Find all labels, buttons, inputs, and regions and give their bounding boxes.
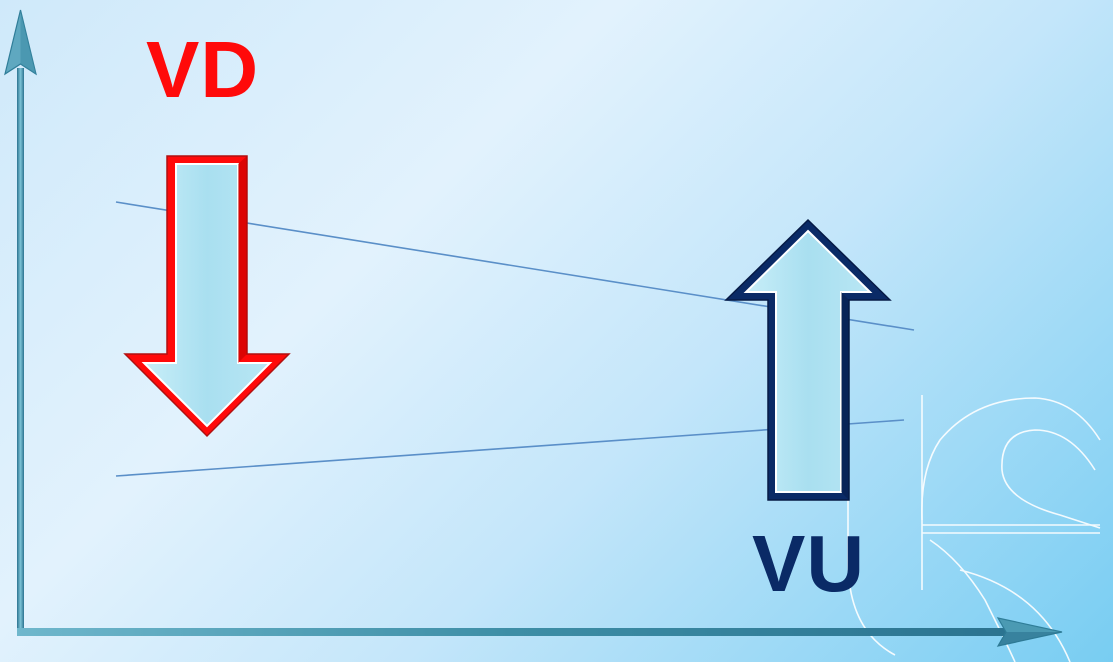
arrow-down-icon bbox=[123, 155, 291, 438]
arrow-up-icon bbox=[724, 218, 892, 501]
label-vd: VD bbox=[146, 25, 260, 114]
logo-watermark bbox=[847, 395, 1101, 662]
x-axis bbox=[17, 617, 1063, 647]
y-axis bbox=[4, 9, 37, 635]
label-vu: VU bbox=[752, 519, 866, 608]
